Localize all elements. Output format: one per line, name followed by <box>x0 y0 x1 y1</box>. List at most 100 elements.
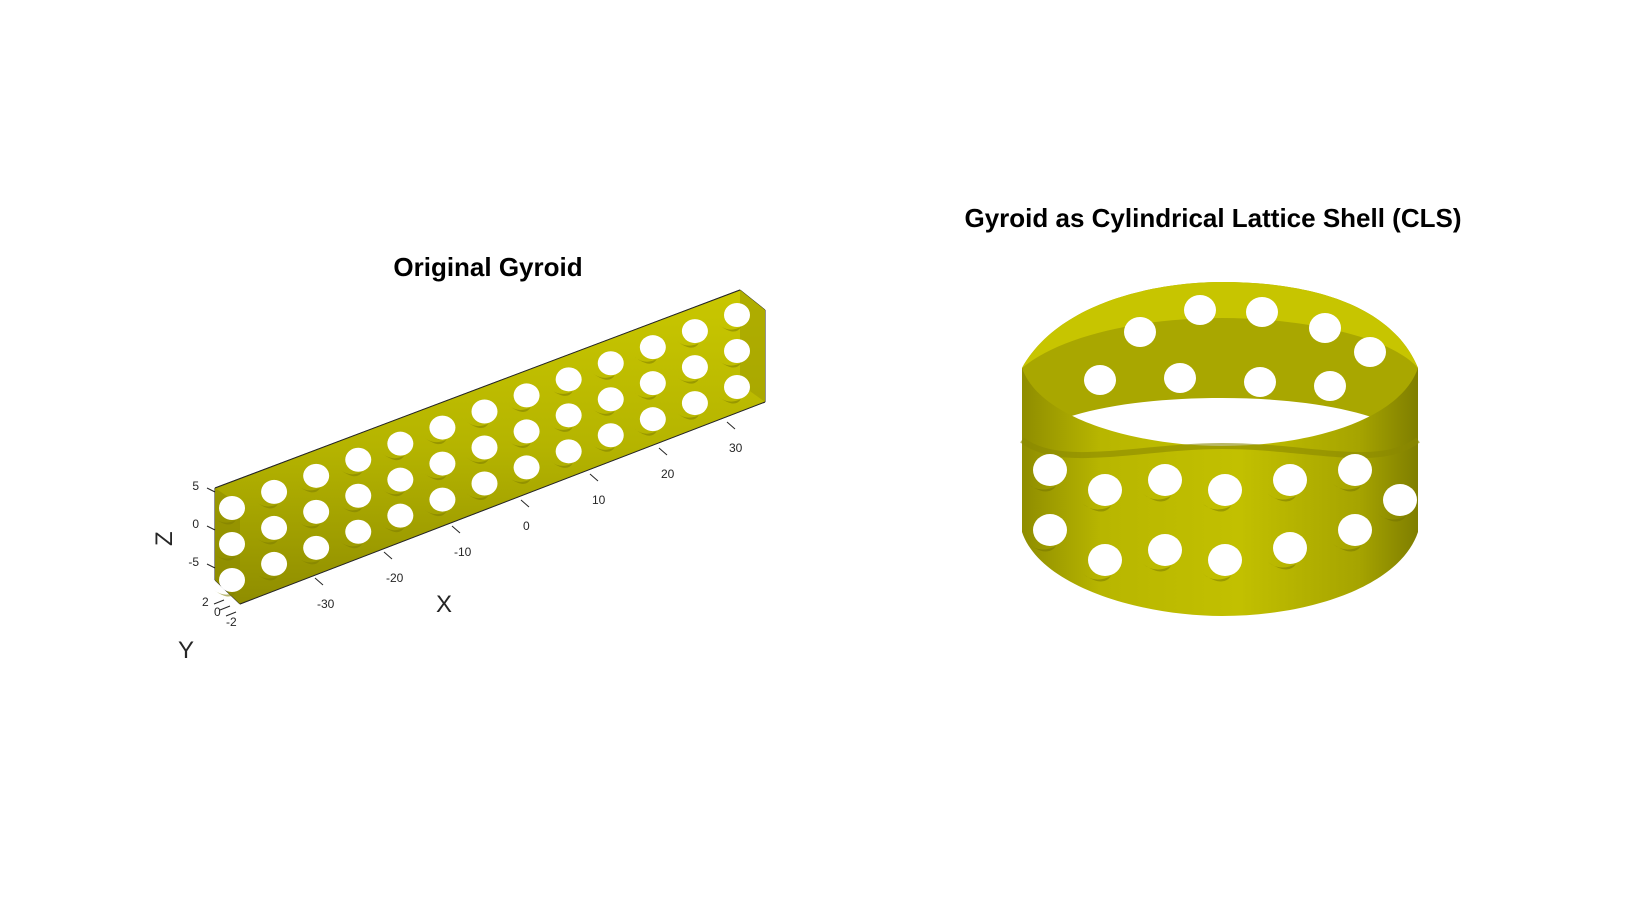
y-tick-label: 0 <box>214 605 221 619</box>
gyroid-ridge <box>424 509 447 517</box>
shell-pore-front <box>1273 532 1307 564</box>
gyroid-pore <box>724 375 750 399</box>
z-axis-label: Z <box>151 531 178 546</box>
shell-pore-front <box>1033 454 1067 486</box>
gyroid-ridge <box>719 361 741 368</box>
shell-pore-front <box>1033 514 1067 546</box>
z-axis: 50-5 <box>188 479 216 569</box>
x-tick-mark <box>520 499 530 508</box>
gyroid-ridge <box>256 537 279 545</box>
gyroid-ridge <box>592 373 615 380</box>
shell-pore-back <box>1084 365 1116 395</box>
gyroid-pore <box>555 403 582 428</box>
shell-pore-back <box>1184 295 1216 325</box>
shell-ridge <box>1333 484 1361 492</box>
shell-ridge <box>1028 544 1056 552</box>
shell-ridge <box>1143 494 1171 502</box>
x-tick-mark <box>726 421 736 430</box>
gyroid-pore <box>681 355 708 380</box>
y-tick-mark <box>225 611 237 617</box>
y-tick-label: -2 <box>226 615 237 629</box>
shell-pore-front <box>1088 544 1122 576</box>
gyroid-ridge <box>550 389 573 396</box>
gyroid-ridge <box>340 505 363 513</box>
gyroid-ridge <box>592 445 615 452</box>
gyroid-pore <box>219 496 245 520</box>
gyroid-pore <box>513 455 540 480</box>
shell-pore-front <box>1383 484 1417 516</box>
shell-pore-back <box>1244 367 1276 397</box>
x-tick-label: -10 <box>454 545 472 559</box>
shell-pore-back <box>1314 371 1346 401</box>
shell-pore-front <box>1088 474 1122 506</box>
gyroid-ridge <box>298 557 321 565</box>
gyroid-pore <box>387 467 414 492</box>
gyroid-ridge <box>550 461 573 468</box>
gyroid-ridge <box>424 437 447 445</box>
gyroid-ridge <box>256 501 279 509</box>
x-tick-mark <box>451 525 461 534</box>
gyroid-ridge <box>382 453 405 461</box>
gyroid-pore <box>429 451 456 476</box>
gyroid-pore <box>345 483 372 508</box>
x-tick-label: 0 <box>523 519 530 533</box>
gyroid-pore <box>261 551 288 576</box>
gyroid-ridge <box>676 341 699 348</box>
right-plot-title: Gyroid as Cylindrical Lattice Shell (CLS… <box>964 203 1462 233</box>
gyroid-pore <box>387 431 414 456</box>
gyroid-ridge <box>508 441 531 448</box>
gyroid-pore <box>387 503 414 528</box>
z-tick-mark <box>206 563 216 569</box>
gyroid-pore <box>261 479 288 504</box>
gyroid-ridge <box>634 357 657 364</box>
shell-pore-back <box>1354 337 1386 367</box>
shell-ridge <box>1143 564 1171 572</box>
shell-ridge <box>1268 494 1296 502</box>
shell-pore-back <box>1309 313 1341 343</box>
gyroid-ridge <box>214 590 236 597</box>
axes-box-front <box>214 289 766 605</box>
gyroid-pore <box>724 303 750 327</box>
gyroid-ridge <box>424 473 447 481</box>
gyroid-ridge <box>676 377 699 384</box>
gyroid-ridge <box>340 469 363 477</box>
shell-pore-front <box>1208 544 1242 576</box>
gyroid-pore <box>219 532 245 556</box>
shell-pore-front <box>1208 474 1242 506</box>
gyroid-pore <box>471 435 498 460</box>
shell-ridge <box>1203 504 1231 512</box>
gyroid-ridge <box>676 413 699 420</box>
x-tick-label: 20 <box>661 467 675 481</box>
gyroid-ridge <box>719 397 741 404</box>
gyroid-ridge <box>340 541 363 549</box>
left-plot-title: Original Gyroid <box>393 252 583 282</box>
z-tick-mark <box>206 525 216 531</box>
gyroid-ridge <box>466 421 489 429</box>
shell-pore-front <box>1148 534 1182 566</box>
gyroid-ridge <box>214 554 236 561</box>
shell-pore-back <box>1164 363 1196 393</box>
shell-ridge <box>1203 574 1231 582</box>
z-tick-label: -5 <box>188 555 199 569</box>
gyroid-pore <box>513 419 540 444</box>
shell-pores <box>1033 295 1417 576</box>
gyroid-pore <box>681 391 708 416</box>
gyroid-beam-surface <box>214 290 765 604</box>
gyroid-ridge <box>719 325 741 332</box>
gyroid-ridge <box>298 485 321 493</box>
gyroid-pore <box>303 463 330 488</box>
gyroid-pore <box>597 387 624 412</box>
gyroid-ridge <box>298 521 321 529</box>
y-tick-label: 2 <box>202 595 209 609</box>
gyroid-pore <box>681 319 708 344</box>
y-axis-label: Y <box>178 637 194 664</box>
gyroid-pore <box>429 415 456 440</box>
gyroid-ridge <box>466 493 489 501</box>
shell-ridge <box>1268 562 1296 570</box>
shell-pore-front <box>1338 514 1372 546</box>
x-tick-mark <box>658 447 668 456</box>
gyroid-pore <box>597 351 624 376</box>
